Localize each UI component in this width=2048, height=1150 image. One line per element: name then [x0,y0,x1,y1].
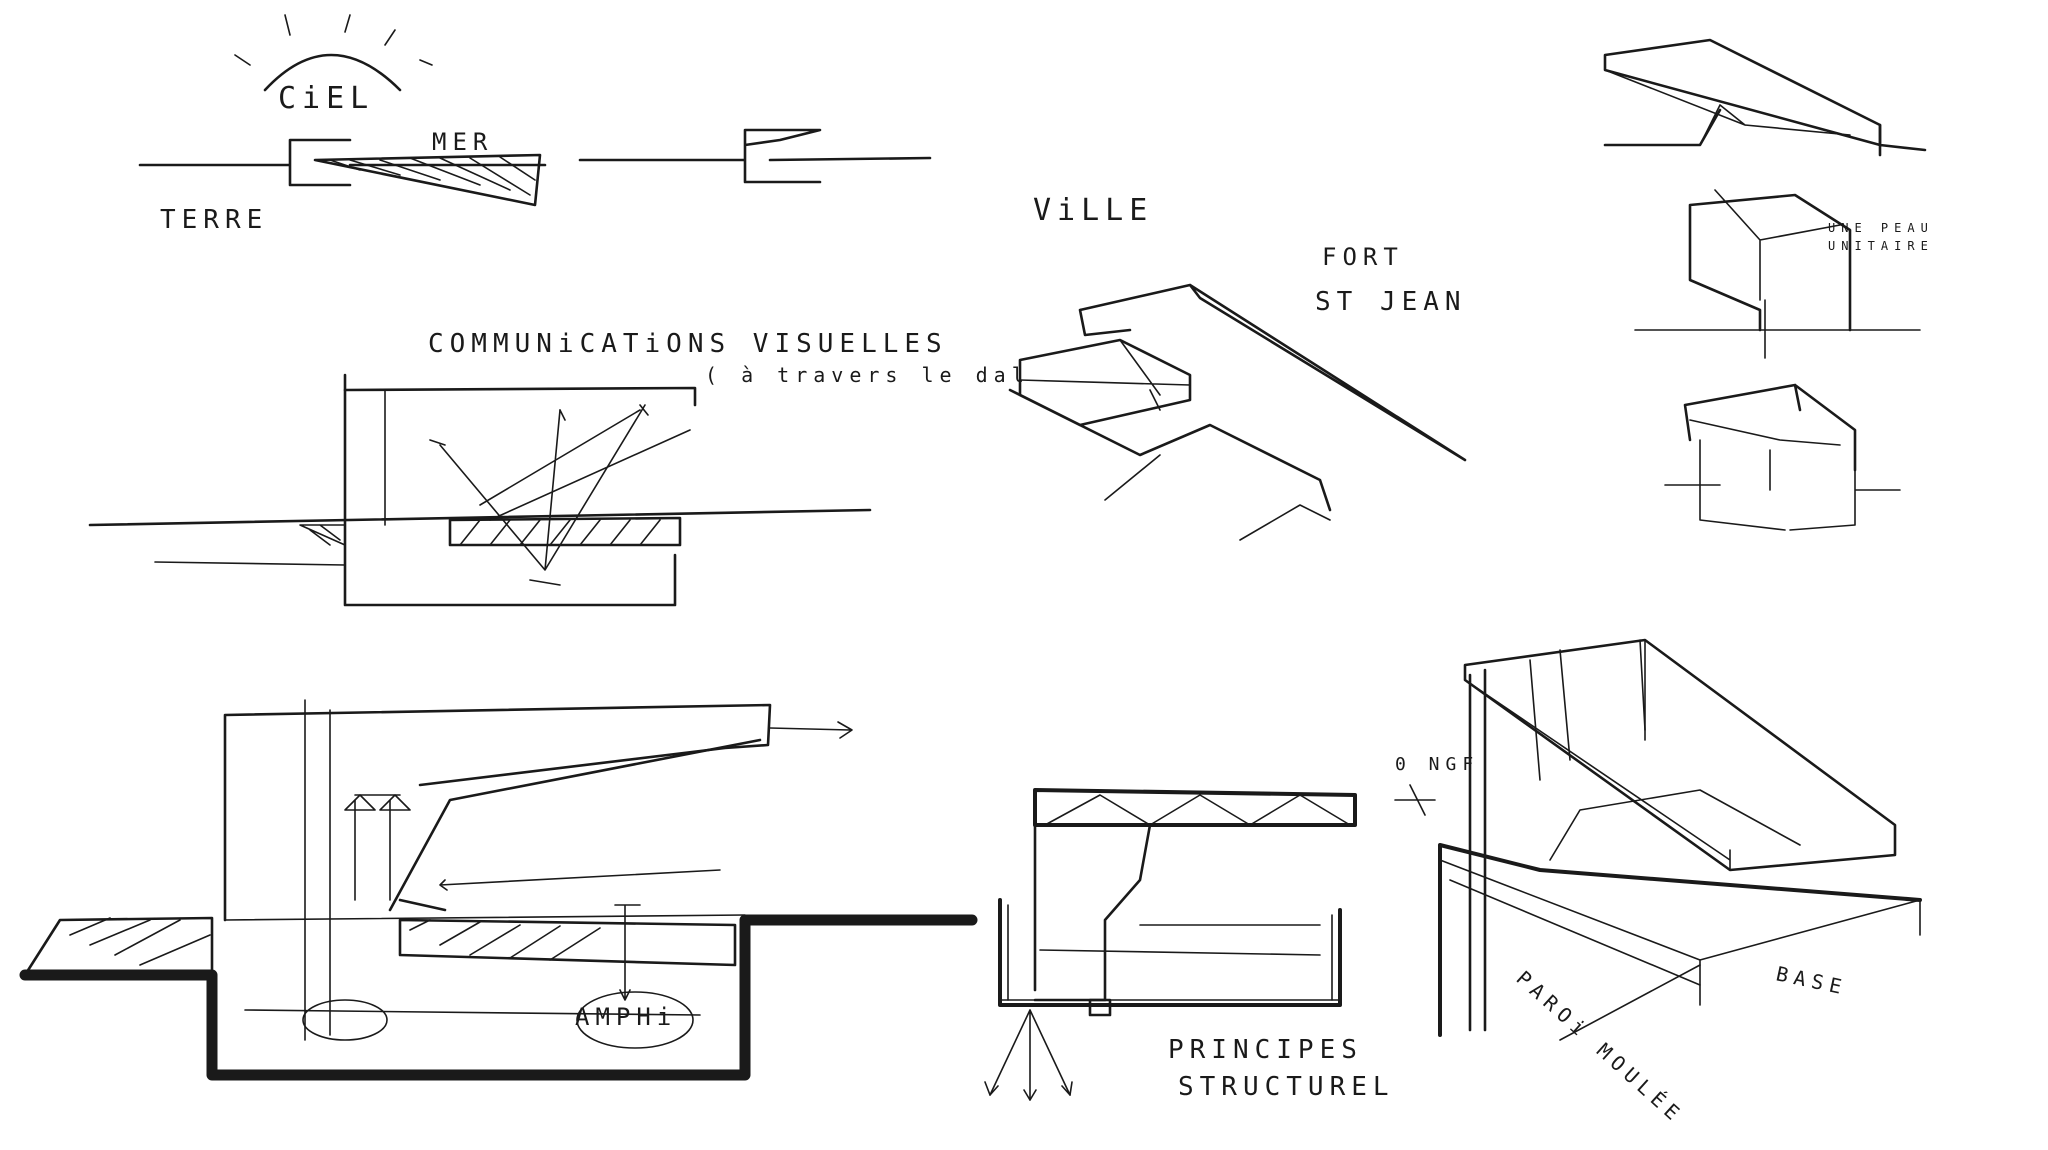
sketch-ville-fort: ViLLE FORT ST JEAN [1008,193,1467,541]
label-amphi: AMPHi [575,1003,677,1031]
sketch-structural-axo: 0 NGF BASE PAROi MOULÉE [1394,638,1922,1129]
sketch-communications-section: COMMUNiCATiONS VISUELLES ( à travers le … [88,329,1030,607]
sketch-principes-structurel: PRINCIPES STRUCTUREL [984,788,1395,1102]
label-fort-line2: ST JEAN [1315,287,1467,317]
label-une-peau-line1: UNE PEAU [1828,221,1934,235]
label-principes-line1: PRINCIPES [1168,1035,1363,1065]
label-paroi: PAROi MOULÉE [1512,966,1689,1129]
label-ciel: CiEL [278,81,374,116]
sketch-main-section-amphi: AMPHi [19,699,978,1081]
label-mer: MER [432,128,493,156]
label-communications: COMMUNiCATiONS VISUELLES [428,329,948,359]
sketch-right-axos: UNE PEAU UNITAIRE [1603,38,1934,531]
sketch-ciel-mer-terre: CiEL MER TERRE [138,14,547,235]
label-une-peau-line2: UNITAIRE [1828,239,1934,253]
label-principes-line2: STRUCTUREL [1178,1072,1395,1102]
label-ville: ViLLE [1033,193,1153,228]
label-ngf: 0 NGF [1395,754,1479,775]
label-fort-line1: FORT [1322,243,1404,271]
sketch-small-profile [578,128,932,184]
label-terre: TERRE [160,205,268,235]
label-a-travers: ( à travers le dal [705,363,1030,387]
label-base: BASE [1774,961,1850,999]
